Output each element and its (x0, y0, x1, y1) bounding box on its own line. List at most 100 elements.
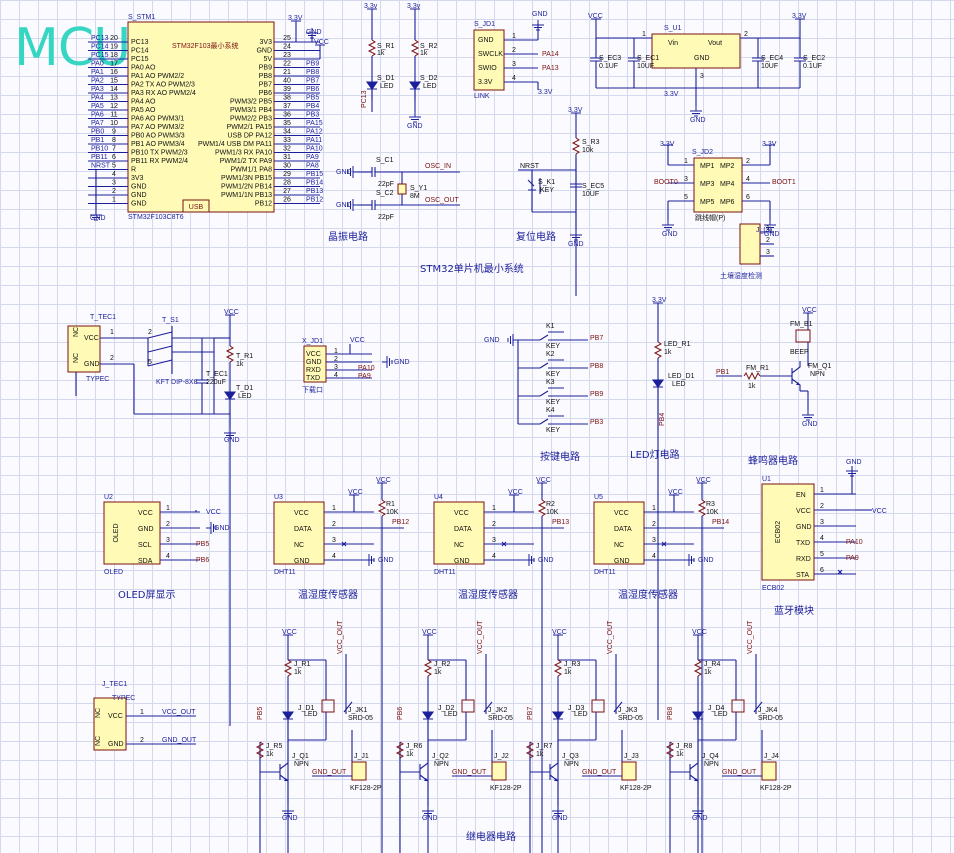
uart-ref: X_JD1 (302, 338, 323, 345)
soil-ref: J_(3) (756, 227, 772, 234)
mcu-pin-net: PB6 (306, 86, 319, 93)
jtec-type: TYPEC (112, 695, 135, 702)
mcu-pin-net: PC15 (91, 52, 109, 59)
net-label: PA9 (358, 373, 371, 380)
net-label: BOOT0 (654, 179, 678, 186)
swd-pin-name: GND (478, 37, 494, 44)
mcu-pin-name: PB1 AO PWM3/4 (131, 141, 185, 148)
resistor-ref: J_R5 (266, 743, 282, 750)
relay-transistor (424, 778, 428, 781)
mcu-pin-name: PWM2/2 PB3 (230, 116, 272, 123)
cap-ref: S_EC2 (803, 55, 825, 62)
cap-value: 22pF (378, 181, 394, 188)
vcc-label: VCC (552, 629, 567, 636)
net-label: NRST (520, 163, 540, 170)
boot-pin: MP1 (700, 163, 715, 170)
mcu-pin-num: 3 (112, 180, 116, 187)
pin-name: GND (108, 741, 124, 748)
pin-num: 1 (684, 158, 688, 165)
ground-symbol (846, 466, 858, 477)
key-ref: K4 (546, 407, 555, 414)
mcu-pin-num: 40 (283, 78, 291, 85)
transistor-ref: J_Q1 (292, 753, 309, 760)
vcc-label: VCC (872, 508, 887, 515)
net-label: OSC_IN (425, 163, 451, 170)
bt-pin: GND (796, 524, 812, 531)
ground-symbol (382, 356, 393, 368)
net-label: PB8 (590, 363, 603, 370)
net-label: PB7 (590, 335, 603, 342)
mcu-pin-net: PB7 (306, 78, 319, 85)
power-symbol (315, 44, 325, 50)
resistor (653, 341, 663, 359)
led-diode (367, 82, 377, 89)
dht-pin: DATA (454, 526, 472, 533)
boot-pin: MP2 (720, 163, 735, 170)
mcu-pin-net: PB12 (306, 197, 323, 204)
vcc-label: VCC (802, 307, 817, 314)
mcu-pin-num: 22 (283, 61, 291, 68)
gnd-label: GND (224, 437, 240, 444)
pin-num: 2 (652, 521, 656, 528)
relay-ref: J_JK3 (618, 707, 638, 714)
led-value: LED (423, 83, 437, 90)
cap-value: 10UF (637, 63, 654, 70)
net-label: PB8 (667, 707, 674, 720)
power-symbol (693, 634, 703, 640)
mcu-pin-net: PA10 (306, 146, 323, 153)
mcu-pin-net: PA2 (91, 78, 104, 85)
resistor (255, 741, 265, 759)
resistor (697, 499, 707, 517)
mcu-part: STM32F103C8T6 (128, 214, 184, 221)
mcu-pin-num: 11 (110, 112, 117, 119)
cap-value: 220uF (206, 379, 226, 386)
power-symbol (349, 494, 359, 500)
led-value: LED (444, 711, 458, 718)
pin-num: 1 (166, 505, 170, 512)
net-label: PB5 (196, 541, 209, 548)
cap-ref: S_EC5 (582, 183, 604, 190)
mcu-pin-net: PB11 (91, 154, 108, 161)
power-symbol (377, 482, 387, 488)
mcu-pin-net: PB1 (91, 137, 104, 144)
power-symbol (765, 144, 775, 150)
mcu-pin-num: 4 (112, 171, 116, 178)
mcu-pin-name: PWM3/1 PB4 (230, 107, 272, 114)
boot-note: 跳线帽(P) (695, 213, 725, 222)
title-oled: OLED屏显示 (118, 589, 175, 601)
ground-symbol (422, 806, 434, 817)
mcu-pin-name: PB11 RX PWM2/4 (131, 158, 188, 165)
net-label: VCC_OUT (337, 620, 344, 654)
cap-ref: S_C1 (376, 157, 394, 164)
mcu-pin-name: PA5 AO (131, 107, 156, 114)
mcu-pin-net: PA11 (306, 137, 322, 144)
ground-symbol (409, 112, 421, 123)
power-symbol (591, 18, 601, 24)
transistor-ref: J_Q3 (562, 753, 579, 760)
resistor-value: 1k (664, 349, 672, 356)
gnd-label: GND (538, 557, 554, 564)
relay-transistor (419, 757, 429, 787)
dht-pin: GND (614, 558, 630, 565)
swd-sub: LINK (474, 93, 490, 100)
resistor-ref: S_R3 (582, 139, 600, 146)
resistor-value: 10K (706, 509, 719, 516)
resistor-value: 1k (377, 50, 385, 57)
mcu-pin-num: 16 (110, 69, 118, 76)
power-symbol (653, 302, 663, 308)
gnd-label: GND (692, 815, 708, 822)
vcc-label: VCC (668, 489, 683, 496)
pin-num: 2 (332, 521, 336, 528)
dht-pin: NC (454, 542, 464, 549)
swd-header (473, 29, 505, 91)
terminal-value: KF128-2P (760, 785, 792, 792)
led-diode (225, 392, 235, 399)
mcu-pin-num: 34 (283, 129, 291, 136)
swd-pin-name: SWIO (478, 65, 497, 72)
pin-name: VCC (84, 335, 99, 342)
title-led: LED灯电路 (630, 448, 680, 461)
swd-pin-num: 2 (512, 47, 516, 54)
mcu-pin-num: 13 (110, 95, 118, 102)
capacitor (371, 167, 376, 177)
resistor-ref: FM_R1 (746, 365, 769, 372)
